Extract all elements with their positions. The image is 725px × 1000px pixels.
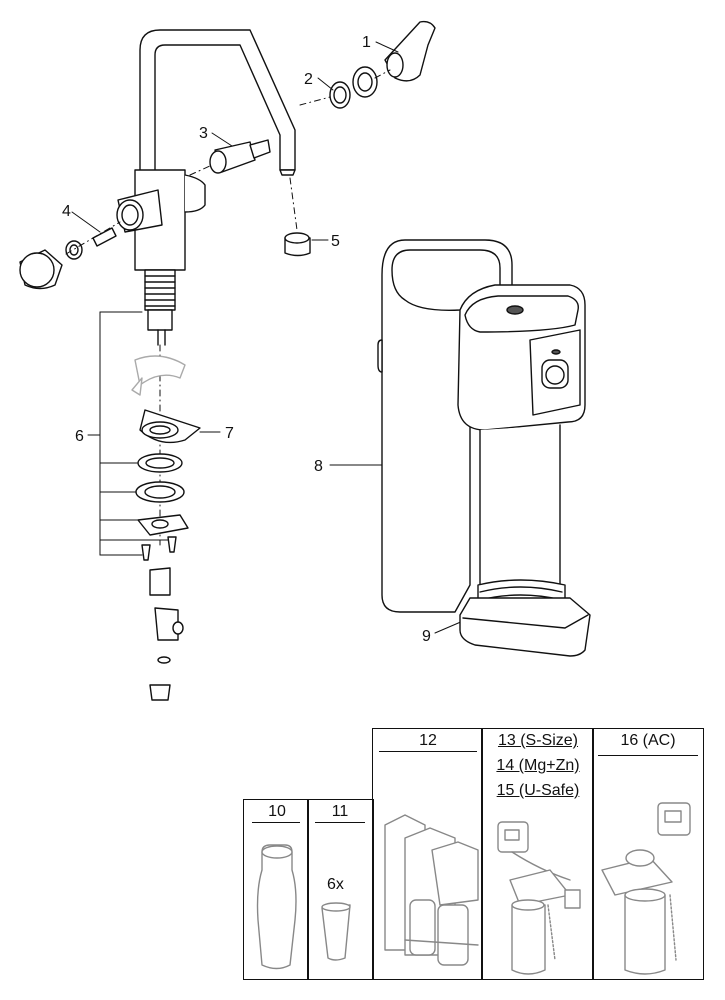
accessory-11-glasses — [321, 902, 351, 961]
callout-bracket-6 — [87, 311, 169, 556]
accessory-cell-11 — [307, 799, 374, 980]
accessory-number-14: 14 (Mg+Zn) — [496, 757, 580, 774]
callout-3: 3 — [199, 125, 208, 142]
accessory-13-15-filter-kit — [497, 821, 581, 975]
callout-4: 4 — [62, 203, 71, 220]
accessory-number-11: 11 — [331, 803, 349, 820]
explode-lines — [65, 69, 391, 546]
accessory-cell-16 — [592, 728, 704, 980]
accessory-number-10: 10 — [268, 803, 286, 820]
accessory-number-12: 12 — [419, 732, 437, 749]
accessory-number-13: 13 (S-Size) — [497, 732, 579, 749]
accessory-cell-13-15 — [481, 728, 594, 980]
callout-7: 7 — [225, 425, 234, 442]
accessory-underline-11 — [315, 822, 365, 823]
faucet-body — [116, 169, 206, 271]
part-rings — [329, 66, 378, 109]
leader-lines — [71, 41, 471, 634]
accessory-12-refill-system — [384, 814, 479, 966]
part-aerator — [284, 232, 311, 257]
callout-8: 8 — [314, 458, 323, 475]
mounting-hardware — [131, 355, 201, 701]
accessory-cell-10 — [243, 799, 309, 980]
callout-5: 5 — [331, 233, 340, 250]
accessory-underline-12 — [379, 751, 477, 752]
threaded-shank — [144, 269, 176, 346]
filter-dispenser-unit — [377, 239, 591, 657]
callout-6: 6 — [75, 428, 84, 445]
faucet-spout — [139, 29, 296, 176]
accessory-number-16: 16 (AC) — [620, 732, 676, 749]
callout-9: 9 — [422, 628, 431, 645]
accessory-10-bottle — [256, 844, 297, 970]
part-handle-lever — [384, 20, 436, 82]
part-cartridge — [209, 139, 271, 174]
accessory-16-ac-filter — [601, 802, 691, 975]
part-knob-assembly — [19, 227, 117, 290]
accessory-number-15: 15 (U-Safe) — [496, 782, 580, 799]
accessory-underline-16 — [598, 755, 698, 756]
accessory-cell-12 — [372, 728, 483, 980]
callout-2: 2 — [304, 71, 313, 88]
accessory-underline-10 — [252, 822, 300, 823]
accessory-quantity-11: 6x — [327, 876, 344, 893]
callout-1: 1 — [362, 34, 371, 51]
callout-labels: 1 2 3 4 5 6 7 8 9 — [62, 34, 431, 645]
